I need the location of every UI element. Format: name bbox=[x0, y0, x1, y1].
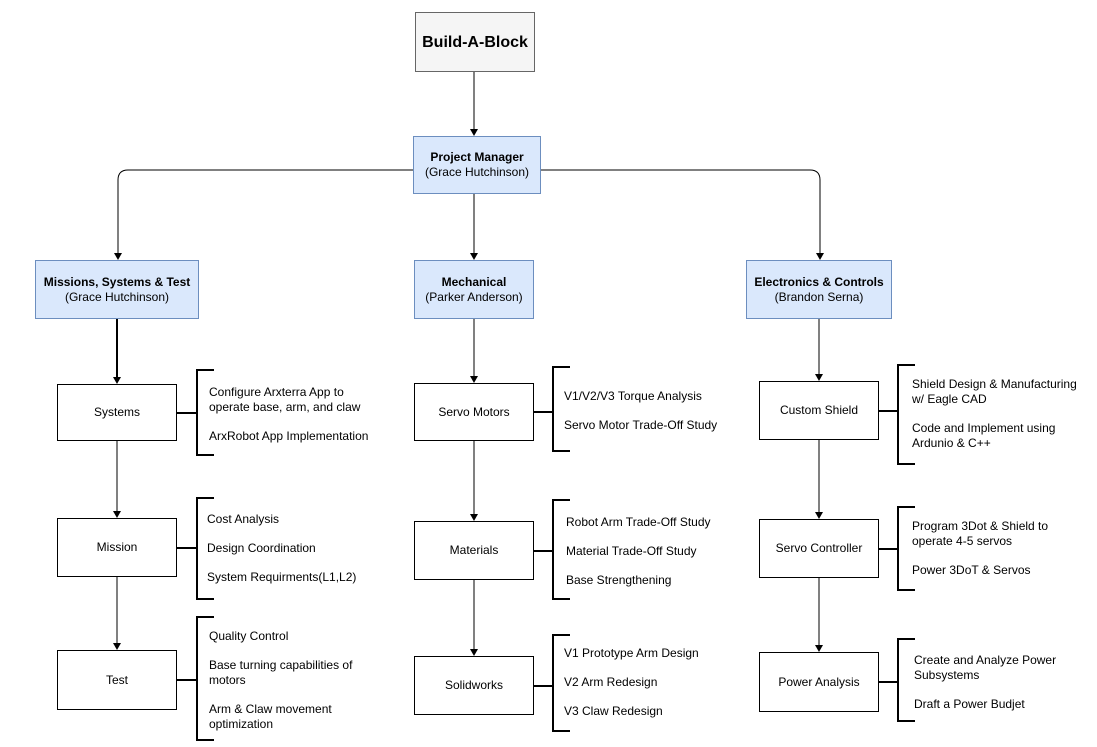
task-item: V2 Arm Redesign bbox=[564, 675, 658, 689]
module-label: Servo Motors bbox=[438, 404, 510, 419]
team-node-0: Missions, Systems & Test(Grace Hutchinso… bbox=[35, 260, 199, 319]
team-role: Missions, Systems & Test bbox=[43, 274, 191, 289]
manager-person: (Grace Hutchinson) bbox=[424, 165, 530, 179]
module-node-1-1: Materials bbox=[414, 521, 534, 580]
bracket-0-2 bbox=[196, 616, 214, 741]
task-item: Material Trade-Off Study bbox=[566, 544, 697, 558]
task-item: Quality Control bbox=[209, 629, 289, 643]
arrow-team-2-module-0 bbox=[815, 374, 823, 381]
module-node-2-2: Power Analysis bbox=[759, 652, 879, 712]
task-item: Cost Analysis bbox=[207, 512, 280, 526]
arrow-team-2-module-2 bbox=[815, 645, 823, 652]
module-node-1-0: Servo Motors bbox=[414, 383, 534, 441]
module-label: Power Analysis bbox=[778, 674, 860, 689]
task-item: Design Coordination bbox=[207, 541, 316, 555]
root-title: Build-A-Block bbox=[422, 33, 528, 51]
manager-to-team-0-arrow bbox=[114, 253, 122, 260]
module-node-2-0: Custom Shield bbox=[759, 381, 879, 440]
bracket-1-0 bbox=[552, 366, 570, 452]
manager-to-team-2-arrow bbox=[816, 253, 824, 260]
arrow-team-2-module-1 bbox=[815, 512, 823, 519]
team-person: (Grace Hutchinson) bbox=[64, 289, 170, 304]
team-role: Mechanical bbox=[441, 274, 507, 289]
root-to-manager-arrow bbox=[470, 129, 478, 136]
team-person: (Brandon Serna) bbox=[774, 289, 864, 304]
arrow-team-0-module-2 bbox=[113, 643, 121, 650]
bracket-1-2 bbox=[552, 634, 570, 732]
module-node-1-2: Solidworks bbox=[414, 656, 534, 715]
manager-role: Project Manager bbox=[430, 150, 524, 164]
module-label: Solidworks bbox=[444, 678, 504, 692]
module-node-0-0: Systems bbox=[57, 384, 177, 441]
team-node-2: Electronics & Controls(Brandon Serna) bbox=[746, 260, 892, 319]
bracket-1-1 bbox=[552, 499, 570, 600]
task-item: System Requirments(L1,L2) bbox=[207, 570, 357, 584]
team-node-1: Mechanical(Parker Anderson) bbox=[414, 260, 534, 319]
task-item: V1/V2/V3 Torque Analysis bbox=[564, 389, 702, 403]
manager-to-team-0-line bbox=[117, 169, 413, 253]
arrow-team-1-module-1 bbox=[470, 514, 478, 521]
team-role: Electronics & Controls bbox=[754, 274, 884, 289]
task-item: ArxRobot App Implementation bbox=[209, 429, 369, 443]
arrow-team-1-module-0 bbox=[470, 376, 478, 383]
bracket-2-0 bbox=[897, 364, 915, 465]
task-item: V3 Claw Redesign bbox=[564, 704, 663, 718]
arrow-team-1-module-2 bbox=[470, 649, 478, 656]
task-item: Base Strengthening bbox=[566, 573, 672, 587]
module-node-0-2: Test bbox=[57, 650, 177, 710]
module-node-2-1: Servo Controller bbox=[759, 519, 879, 578]
module-label: Mission bbox=[96, 540, 138, 554]
module-label: Systems bbox=[93, 405, 140, 419]
task-item: V1 Prototype Arm Design bbox=[564, 646, 699, 660]
module-label: Servo Controller bbox=[775, 541, 863, 555]
arrow-team-0-module-1 bbox=[113, 511, 121, 518]
module-label: Materials bbox=[449, 543, 499, 557]
manager-to-team-2-line bbox=[541, 169, 821, 253]
arrow-team-0-module-0 bbox=[113, 377, 121, 384]
bracket-2-2 bbox=[897, 638, 915, 722]
manager-node: Project Manager (Grace Hutchinson) bbox=[413, 136, 541, 194]
team-person: (Parker Anderson) bbox=[425, 289, 523, 304]
task-item: Servo Motor Trade-Off Study bbox=[564, 418, 718, 432]
task-item: Power 3DoT & Servos bbox=[912, 563, 1031, 577]
module-label: Custom Shield bbox=[779, 403, 859, 417]
task-item: Draft a Power Budjet bbox=[914, 697, 1025, 711]
module-node-0-1: Mission bbox=[57, 518, 177, 577]
root-node: Build-A-Block bbox=[415, 12, 535, 72]
task-item: Robot Arm Trade-Off Study bbox=[566, 515, 711, 529]
module-label: Test bbox=[105, 672, 128, 687]
manager-to-team-1-arrow bbox=[470, 253, 478, 260]
